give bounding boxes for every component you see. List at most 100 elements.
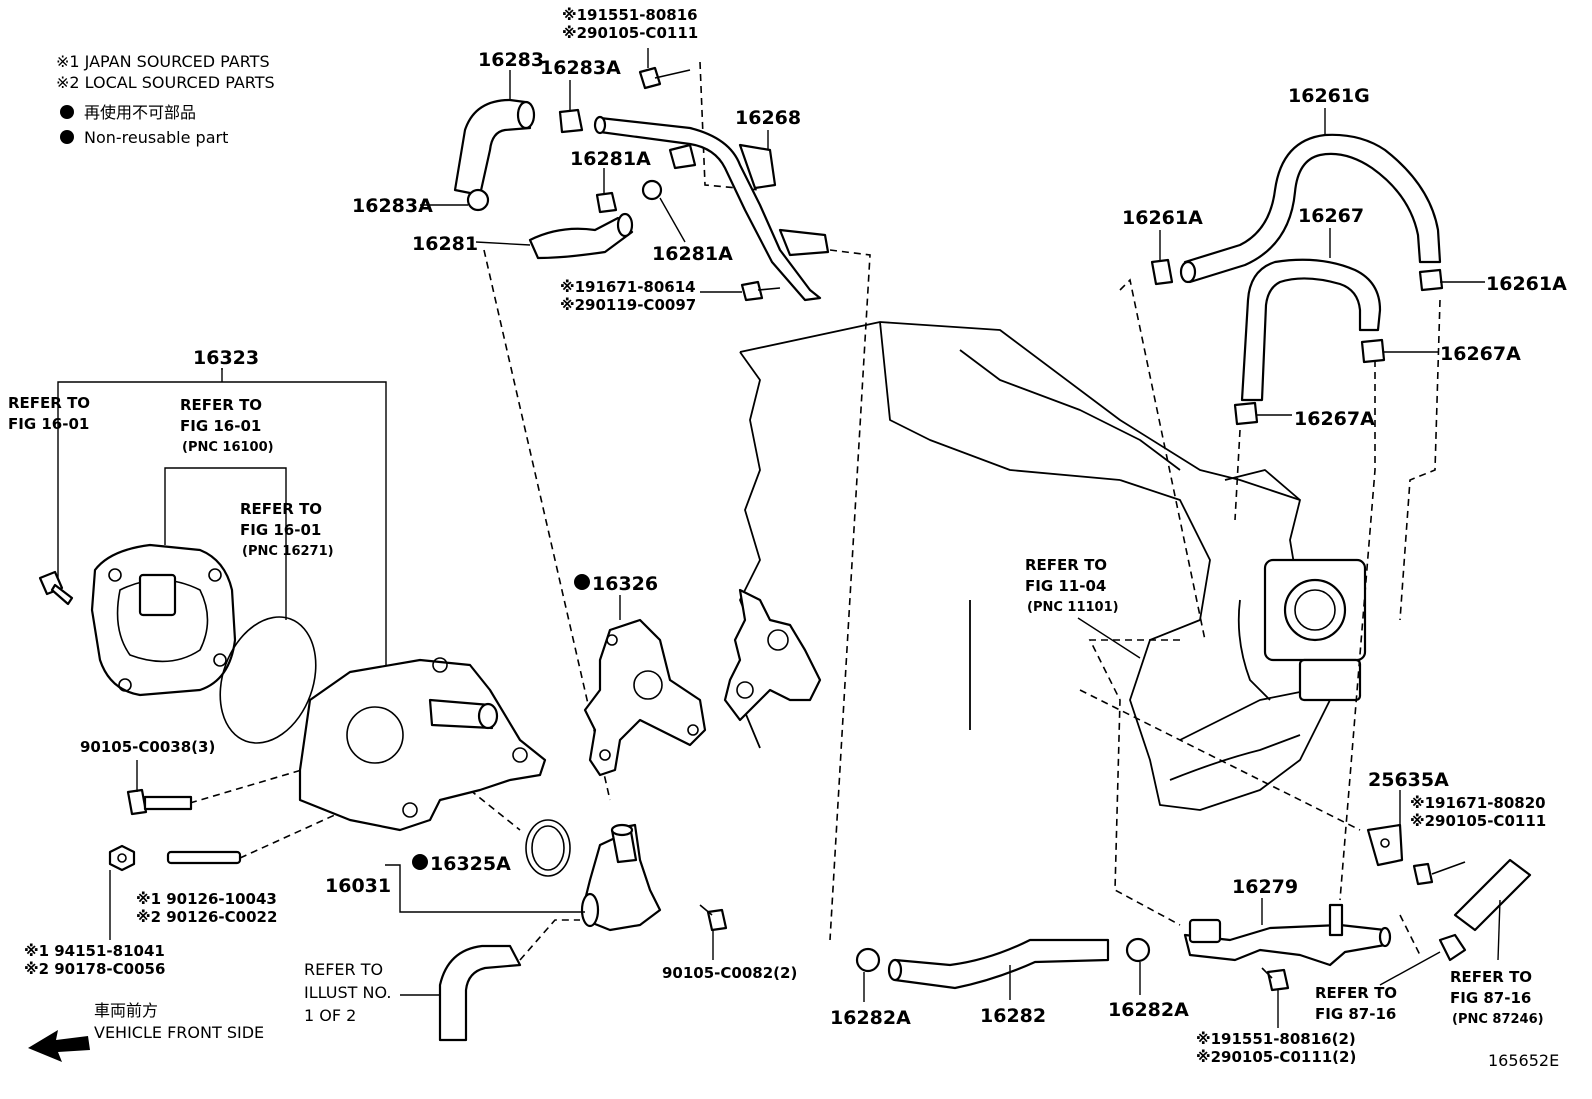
legend-non-reusable-ja: 再使用不可部品	[84, 103, 196, 122]
label-refer-f-1: REFER TO	[1315, 984, 1397, 1002]
hose-16267	[1240, 258, 1382, 402]
engine-outline	[723, 321, 1367, 811]
label-bolt-mid-1: ※191671-80614	[560, 278, 696, 296]
part-labels: 16283 16283A 16283A 16281 16281A 16281A …	[8, 6, 1567, 1070]
clamp-16261A	[1150, 258, 1444, 292]
label-bolt-bot-1: ※191551-80816(2)	[1196, 1030, 1356, 1048]
label-refer-e-1: REFER TO	[304, 960, 383, 979]
label-bolt-25635-2: ※290105-C0111	[1410, 812, 1546, 830]
label-refer-e-2: ILLUST NO.	[304, 983, 391, 1002]
label-front-en: VEHICLE FRONT SIDE	[94, 1023, 264, 1042]
nut-94151	[108, 844, 136, 872]
engine-flange	[723, 588, 822, 722]
label-refer-c-1: REFER TO	[240, 500, 322, 518]
vehicle-front-arrow-icon	[28, 1030, 90, 1062]
label-25635A: 25635A	[1368, 769, 1449, 791]
non-reusable-dot-icon	[412, 854, 428, 870]
illustration-number: 165652E	[1488, 1051, 1559, 1070]
label-refer-g-2: FIG 87-16	[1450, 989, 1531, 1007]
stud-90126	[166, 850, 242, 865]
clamp-16281A	[595, 179, 663, 214]
throttle-bore	[1283, 578, 1347, 642]
label-front-ja: 車両前方	[94, 1001, 158, 1020]
bolt-25635A	[1412, 861, 1466, 886]
label-16281A-top: 16281A	[570, 148, 651, 170]
hose-16261G	[1179, 133, 1442, 284]
label-16283A-left: 16283A	[352, 195, 433, 217]
label-stud-1: ※1 90126-10043	[136, 890, 277, 908]
label-16261G: 16261G	[1288, 85, 1370, 107]
label-16261A-right: 16261A	[1486, 273, 1567, 295]
label-refer-e-3: 1 OF 2	[304, 1006, 356, 1025]
legend-non-reusable-en: Non-reusable part	[84, 128, 228, 147]
label-refer-c-3: (PNC 16271)	[242, 544, 334, 559]
hose-16283	[453, 98, 536, 197]
label-16281: 16281	[412, 233, 478, 255]
legend-japan-sourced: ※1 JAPAN SOURCED PARTS	[56, 52, 270, 71]
water-pump-body	[90, 543, 237, 697]
bolt-90105-C0038	[126, 788, 193, 816]
clamp-16282A	[855, 937, 1151, 973]
label-bolt-top-2: ※290105-C0111	[562, 24, 698, 42]
label-16282A-right: 16282A	[1108, 999, 1189, 1021]
clamp-16283A-top	[558, 108, 584, 134]
label-refer-f-2: FIG 87-16	[1315, 1005, 1396, 1023]
bolt-16279	[1261, 967, 1290, 992]
label-16267: 16267	[1298, 205, 1364, 227]
label-16323: 16323	[193, 347, 259, 369]
leader-lines	[109, 48, 1501, 1028]
label-bolt-90105-C0082: 90105-C0082(2)	[662, 964, 797, 982]
bracket-25635A	[1366, 823, 1404, 867]
label-bolt-top-1: ※191551-80816	[562, 6, 698, 24]
label-16326: 16326	[592, 573, 658, 595]
label-refer-b-2: FIG 16-01	[180, 417, 261, 435]
bolt-mid	[740, 280, 781, 302]
label-bolt-bot-2: ※290105-C0111(2)	[1196, 1048, 1356, 1066]
label-16268: 16268	[735, 107, 801, 129]
hose-16281	[528, 212, 634, 260]
label-refer-d-3: (PNC 11101)	[1027, 600, 1119, 615]
label-refer-a-1: REFER TO	[8, 394, 90, 412]
label-bolt-mid-2: ※290119-C0097	[560, 296, 696, 314]
bolt-refer-16-01	[38, 570, 74, 606]
label-refer-a-2: FIG 16-01	[8, 415, 89, 433]
gasket-ring	[219, 616, 317, 744]
label-16282: 16282	[980, 1005, 1046, 1027]
pipe-16268	[593, 115, 830, 302]
label-refer-d-1: REFER TO	[1025, 556, 1107, 574]
label-16283: 16283	[478, 49, 544, 71]
label-bolt-25635-1: ※191671-80820	[1410, 794, 1546, 812]
pipe-16279	[1183, 903, 1392, 967]
gasket-16326	[583, 618, 707, 777]
label-bolt-90105-C0038: 90105-C0038(3)	[80, 738, 215, 756]
label-stud-2: ※2 90126-C0022	[136, 908, 277, 926]
label-16267A-right: 16267A	[1440, 343, 1521, 365]
label-refer-d-2: FIG 11-04	[1025, 577, 1106, 595]
label-16282A-left: 16282A	[830, 1007, 911, 1029]
label-nut-1: ※1 94151-81041	[24, 942, 165, 960]
label-16031: 16031	[325, 875, 391, 897]
o-ring-16325A	[525, 819, 571, 877]
label-16325A: 16325A	[430, 853, 511, 875]
water-inlet-16031	[580, 823, 662, 932]
label-16279: 16279	[1232, 876, 1298, 898]
hose-16282	[887, 938, 1110, 990]
clamp-16267A	[1233, 338, 1386, 426]
label-16281A-bot: 16281A	[652, 243, 733, 265]
label-refer-c-2: FIG 16-01	[240, 521, 321, 539]
bracket-16323	[57, 368, 387, 672]
label-refer-b-3: (PNC 16100)	[182, 440, 274, 455]
label-16283A-top: 16283A	[540, 57, 621, 79]
non-reusable-dot-icon	[574, 574, 590, 590]
non-reusable-dot-icon	[60, 130, 74, 144]
bolt-90105-C0082	[699, 904, 728, 932]
water-pump-housing	[298, 657, 547, 832]
bolt-top	[638, 66, 691, 90]
legend-local-sourced: ※2 LOCAL SOURCED PARTS	[56, 73, 275, 92]
legend: ※1 JAPAN SOURCED PARTS ※2 LOCAL SOURCED …	[56, 52, 275, 147]
hose-lower-left	[438, 944, 522, 1042]
label-refer-g-3: (PNC 87246)	[1452, 1012, 1544, 1027]
hose-right-bottom	[1438, 858, 1532, 962]
clamp-16283A-left	[466, 188, 490, 212]
